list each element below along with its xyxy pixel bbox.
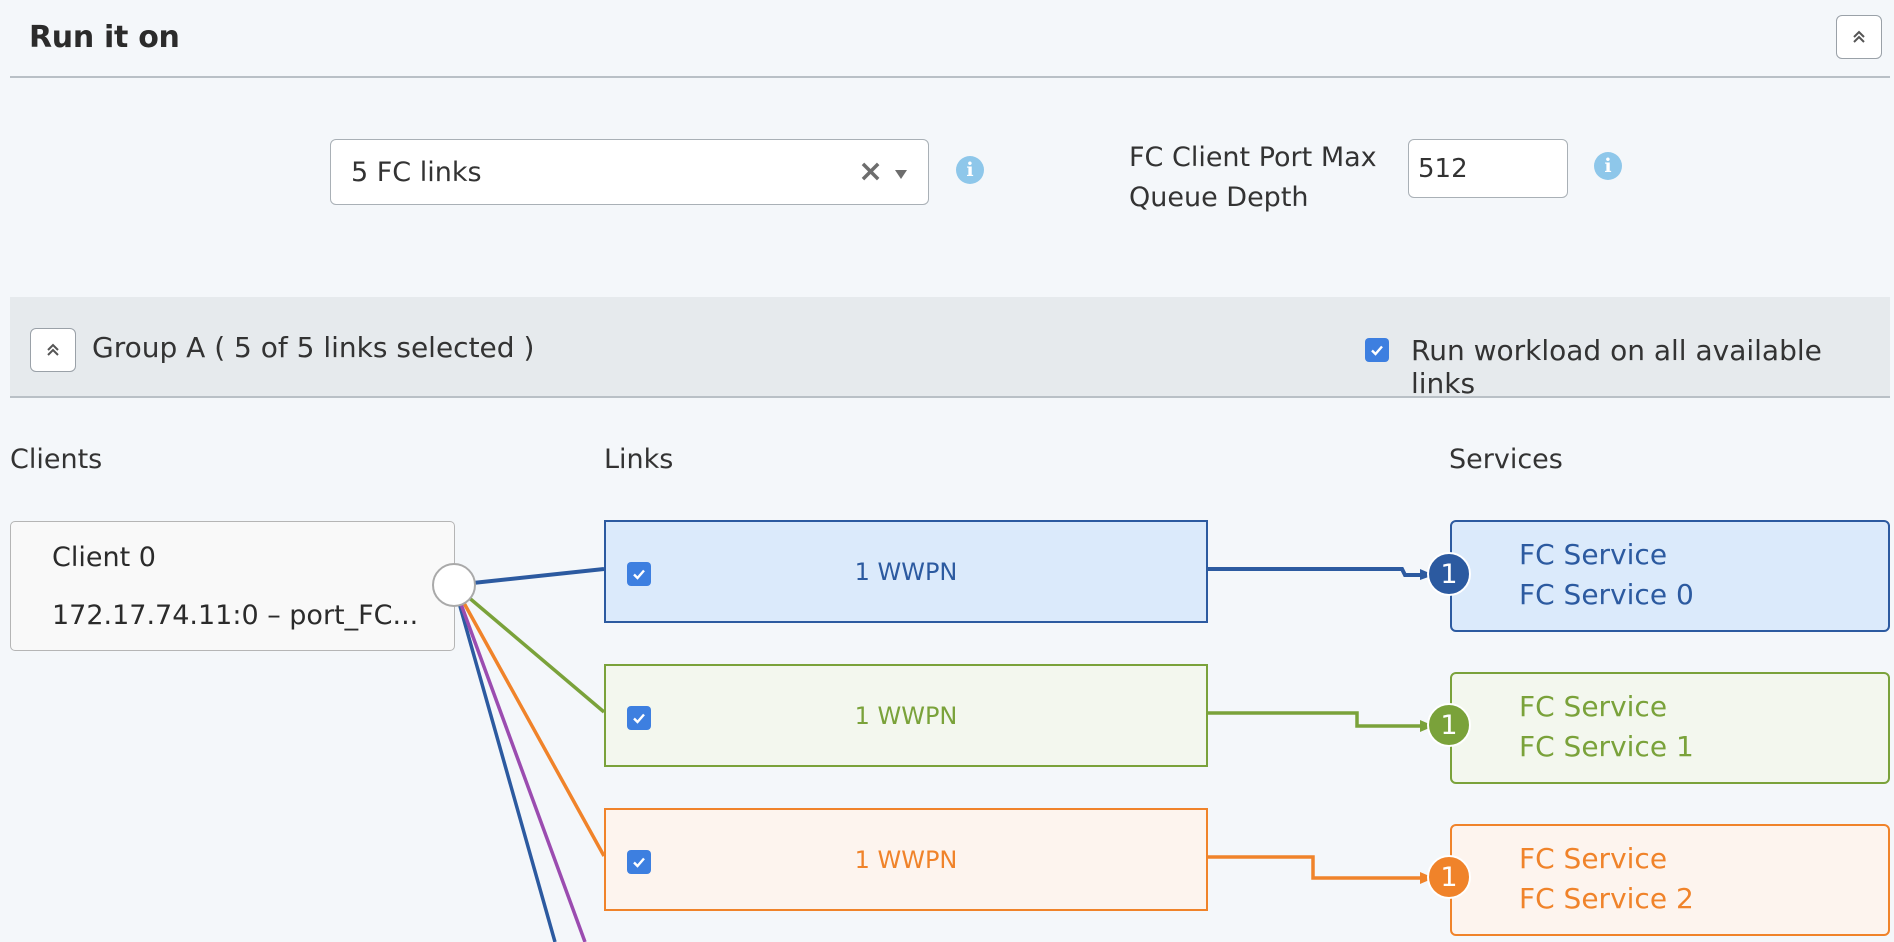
wire-client-link-1 [452,583,606,714]
info-icon[interactable]: i [1594,152,1622,180]
service-count-badge: 1 [1427,855,1471,899]
client-name: Client 0 [52,542,156,573]
links-select-value: 5 FC links [351,157,482,188]
service-count-badge: 1 [1427,552,1471,596]
service-count-badge: 1 [1427,703,1471,747]
section-title: Run it on [29,20,180,55]
links-select[interactable]: 5 FC links × [330,139,929,205]
run-all-links-label: Run workload on all available links [1411,334,1822,400]
link-row[interactable]: 1 WWPN [604,520,1208,623]
chevron-down-icon[interactable] [895,170,907,179]
service-card[interactable]: FC Service FC Service 2 [1450,824,1890,936]
run-all-links-checkbox[interactable] [1365,338,1389,362]
queue-depth-label: FC Client Port Max Queue Depth [1129,142,1377,213]
service-card[interactable]: FC Service FC Service 1 [1450,672,1890,784]
service-type: FC Service [1519,538,1668,571]
collapse-group-button[interactable] [30,328,76,372]
link-row[interactable]: 1 WWPN [604,808,1208,911]
wire-link-service-2 [1208,855,1428,880]
wire-client-link-4 [452,584,587,942]
double-chevron-up-icon [1853,30,1865,43]
link-label: 1 WWPN [854,558,958,586]
services-heading: Services [1449,444,1563,475]
header-divider [10,76,1890,78]
client-address: 172.17.74.11:0 – port_FC... [52,600,419,631]
link-checkbox[interactable] [627,706,651,730]
wire-link-service-1 [1208,711,1428,728]
wire-link-service-0 [1208,567,1428,577]
link-label: 1 WWPN [854,702,958,730]
double-chevron-up-icon [47,343,59,356]
link-row[interactable]: 1 WWPN [604,664,1208,767]
clients-heading: Clients [10,444,103,475]
group-a-header: Group A ( 5 of 5 links selected ) Run wo… [10,297,1890,400]
checkmark-icon [1371,345,1383,356]
link-label: 1 WWPN [854,846,958,874]
queue-depth-input[interactable] [1408,139,1568,198]
collapse-section-button[interactable] [1836,15,1882,59]
client-port-handle[interactable] [430,563,478,611]
link-checkbox[interactable] [627,562,651,586]
service-name: FC Service 1 [1519,730,1694,763]
info-icon[interactable]: i [956,156,984,184]
service-card[interactable]: FC Service FC Service 0 [1450,520,1890,632]
client-card[interactable]: Client 0 172.17.74.11:0 – port_FC... [10,521,455,651]
service-name: FC Service 2 [1519,882,1694,915]
checkmark-icon [633,713,645,724]
service-type: FC Service [1519,842,1668,875]
group-title: Group A ( 5 of 5 links selected ) [92,331,535,364]
links-heading: Links [604,444,674,475]
checkmark-icon [633,857,645,868]
clear-icon[interactable]: × [858,154,884,189]
wire-client-link-2 [452,584,606,857]
service-name: FC Service 0 [1519,578,1694,611]
wire-client-link-3 [452,584,557,942]
wire-client-link-0 [453,567,605,587]
checkmark-icon [633,569,645,580]
link-checkbox[interactable] [627,850,651,874]
service-type: FC Service [1519,690,1668,723]
